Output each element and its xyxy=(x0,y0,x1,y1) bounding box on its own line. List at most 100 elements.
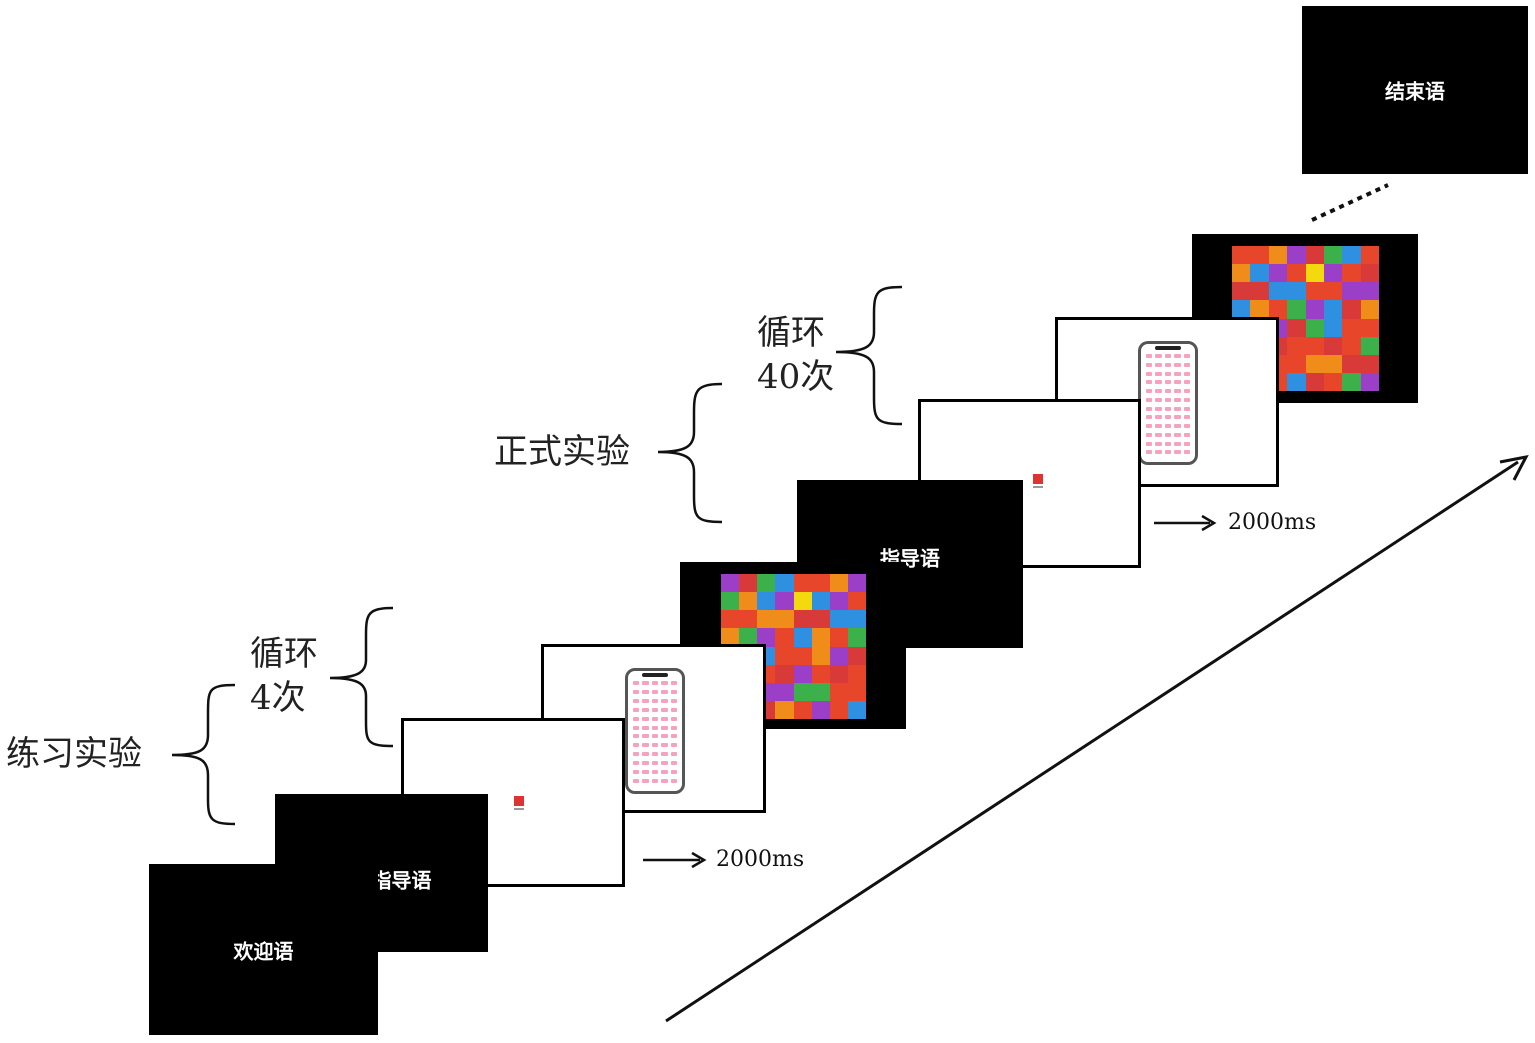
grid-cell xyxy=(1268,264,1288,283)
char-mark xyxy=(642,707,649,712)
char-mark xyxy=(633,734,640,739)
grid-cell xyxy=(847,610,866,629)
grid-cell xyxy=(1323,336,1343,355)
char-mark xyxy=(1155,450,1162,455)
char-mark xyxy=(633,725,640,730)
welcome-screen: 欢迎语 xyxy=(149,864,378,1035)
char-mark xyxy=(1183,406,1190,411)
grid-cell xyxy=(1232,264,1251,283)
grid-cell xyxy=(829,682,848,701)
char-mark xyxy=(1146,397,1153,402)
stimulus-icon xyxy=(514,796,524,810)
formal-duration: 2000ms xyxy=(1228,510,1317,535)
grid-cell xyxy=(775,610,794,629)
char-mark xyxy=(651,752,659,757)
timeline-arrow xyxy=(665,454,1529,1023)
char-mark xyxy=(1174,371,1181,376)
grid-cell xyxy=(1268,282,1288,301)
char-mark xyxy=(1174,415,1181,420)
formal-label: 正式实验 xyxy=(494,432,630,472)
char-mark xyxy=(1164,450,1172,455)
grid-cell xyxy=(829,646,848,665)
char-mark xyxy=(1155,389,1162,393)
char-mark xyxy=(1155,441,1162,446)
char-mark xyxy=(1183,380,1190,385)
char-mark xyxy=(1183,432,1190,437)
grid-cell xyxy=(775,628,794,647)
char-mark xyxy=(1146,406,1153,411)
char-mark xyxy=(651,698,659,703)
char-mark xyxy=(670,725,677,730)
grid-cell xyxy=(1305,246,1324,265)
grid-cell xyxy=(1232,300,1251,319)
char-mark xyxy=(1174,441,1181,446)
grid-cell xyxy=(1250,246,1269,265)
char-mark xyxy=(642,725,649,730)
char-mark xyxy=(651,770,659,775)
char-mark xyxy=(633,689,640,694)
formal-loop-label: 循环 40次 xyxy=(757,311,834,399)
grid-cell xyxy=(739,574,758,593)
char-mark xyxy=(1155,406,1162,411)
char-mark xyxy=(1174,389,1181,393)
grid-cell xyxy=(757,610,776,629)
char-mark xyxy=(1155,362,1162,367)
grid-cell xyxy=(811,592,830,611)
grid-cell xyxy=(829,574,848,593)
grid-cell xyxy=(775,664,794,683)
grid-cell xyxy=(1250,264,1269,283)
char-mark xyxy=(670,707,677,712)
grid-cell xyxy=(847,700,866,719)
char-mark xyxy=(1164,389,1172,393)
char-mark xyxy=(1183,397,1190,402)
char-mark xyxy=(661,681,668,685)
grid-cell xyxy=(829,664,848,683)
grid-cell xyxy=(1268,300,1288,319)
grid-cell xyxy=(811,610,830,629)
grid-cell xyxy=(811,682,830,701)
char-mark xyxy=(670,761,677,766)
grid-cell xyxy=(721,610,740,629)
grid-cell xyxy=(1287,246,1306,265)
grid-cell xyxy=(1305,282,1324,301)
practice-loop-label: 循环 4次 xyxy=(250,632,318,720)
practice-label: 练习实验 xyxy=(6,734,142,774)
grid-cell xyxy=(1287,354,1306,373)
grid-cell xyxy=(1323,300,1343,319)
char-mark xyxy=(1164,432,1172,437)
grid-cell xyxy=(1250,282,1269,301)
char-mark xyxy=(1146,424,1153,428)
char-mark xyxy=(670,752,677,757)
grid-cell xyxy=(1360,246,1379,265)
grid-cell xyxy=(847,574,866,593)
formal-loop-line2: 40次 xyxy=(757,357,835,397)
char-mark xyxy=(1146,450,1153,455)
char-mark xyxy=(1155,354,1162,358)
grid-cell xyxy=(1305,300,1324,319)
char-mark xyxy=(1146,354,1153,358)
phone-icon xyxy=(1138,341,1198,465)
char-mark xyxy=(642,716,649,721)
grid-cell xyxy=(775,592,794,611)
char-mark xyxy=(633,743,640,748)
grid-cell xyxy=(775,682,794,701)
char-mark xyxy=(633,779,640,784)
grid-cell xyxy=(1323,318,1343,337)
char-mark xyxy=(661,689,668,694)
grid-cell xyxy=(1360,264,1379,283)
end-screen: 结束语 xyxy=(1302,6,1528,174)
grid-cell xyxy=(1305,264,1324,283)
grid-cell xyxy=(793,628,812,647)
formal-loop-brace xyxy=(835,285,903,426)
char-mark xyxy=(1164,354,1172,358)
char-mark xyxy=(1183,354,1190,358)
char-mark xyxy=(1174,380,1181,385)
char-mark xyxy=(670,716,677,721)
char-mark xyxy=(1146,371,1153,376)
grid-cell xyxy=(739,592,758,611)
grid-cell xyxy=(1342,336,1361,355)
char-mark xyxy=(661,716,668,721)
char-mark xyxy=(1164,380,1172,385)
grid-cell xyxy=(1342,300,1361,319)
char-mark xyxy=(661,743,668,748)
